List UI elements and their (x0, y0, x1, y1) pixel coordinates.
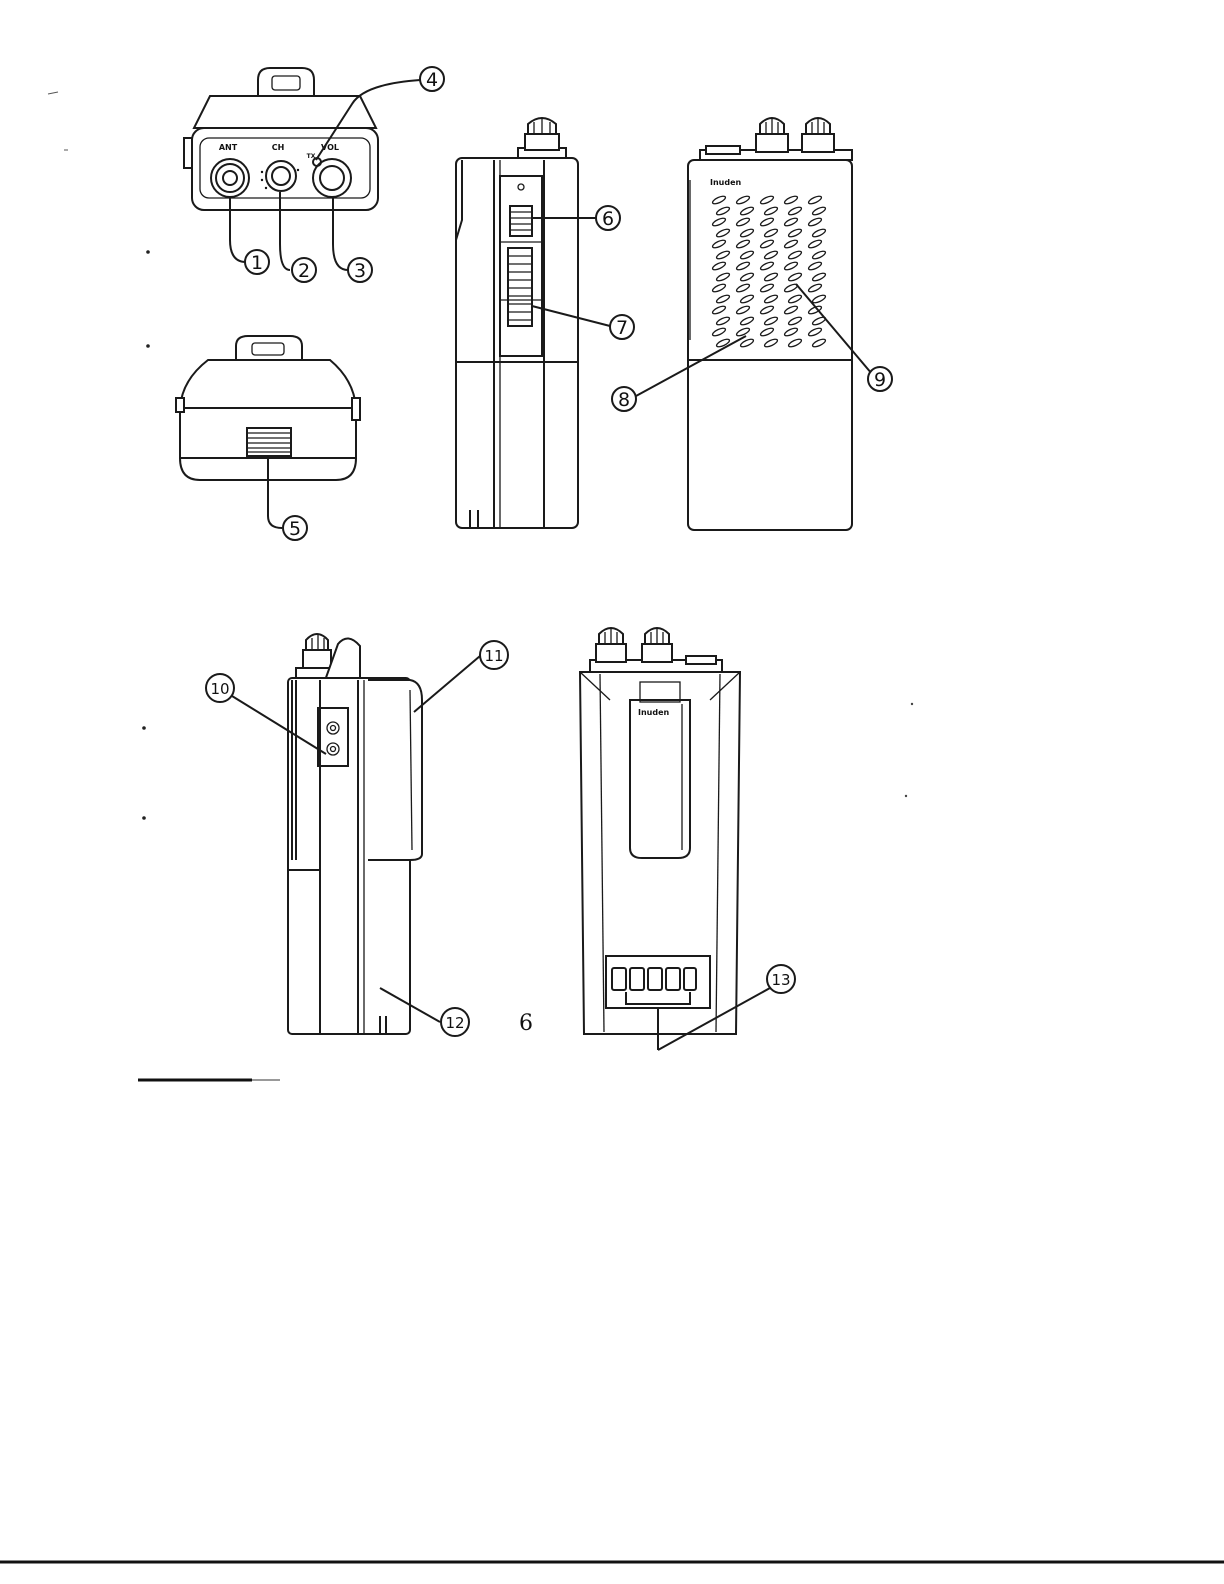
svg-text:3: 3 (354, 260, 366, 282)
svg-text:4: 4 (426, 69, 438, 91)
callout-1: 1 (245, 250, 269, 274)
belt-clip: Inuden (630, 682, 690, 858)
back-knob-right (642, 628, 672, 662)
callout-5: 5 (283, 516, 307, 540)
front-knob-left (756, 118, 788, 152)
svg-text:5: 5 (289, 518, 301, 540)
svg-text:9: 9 (874, 369, 886, 391)
back-view: Inuden (580, 628, 770, 1050)
callout-7: 7 (610, 315, 634, 339)
ch-label: CH (272, 143, 285, 152)
svg-text:10: 10 (210, 680, 229, 698)
page-number: 6 (511, 1011, 541, 1036)
front-knob-right (802, 118, 834, 152)
side-view-ptt (456, 118, 610, 528)
svg-text:7: 7 (616, 317, 628, 339)
callout-11: 11 (480, 641, 508, 669)
brand-logo: Inuden (710, 178, 742, 187)
back-knob-left (596, 628, 626, 662)
callout-4: 4 (420, 67, 444, 91)
svg-text:2: 2 (298, 260, 310, 282)
back-brand-logo: Inuden (638, 708, 670, 717)
svg-text:12: 12 (445, 1014, 464, 1032)
front-view: Inuden (636, 118, 872, 530)
ant-label: ANT (219, 143, 238, 152)
callout-13: 13 (767, 965, 795, 993)
svg-text:8: 8 (618, 389, 630, 411)
callout-3: 3 (348, 258, 372, 282)
callout-12: 12 (441, 1008, 469, 1036)
svg-text:6: 6 (602, 208, 614, 230)
callout-2: 2 (292, 258, 316, 282)
callout-8: 8 (612, 387, 636, 411)
callout-10: 10 (206, 674, 234, 702)
callout-6: 6 (596, 206, 620, 230)
svg-text:11: 11 (484, 647, 503, 665)
top-view: ANT CH VOL TX (184, 68, 420, 270)
tx-label: TX (307, 153, 316, 160)
svg-text:1: 1 (251, 252, 263, 274)
bottom-view (176, 336, 360, 528)
callout-9: 9 (868, 367, 892, 391)
side-view-jacks (232, 634, 480, 1034)
svg-text:13: 13 (771, 971, 790, 989)
